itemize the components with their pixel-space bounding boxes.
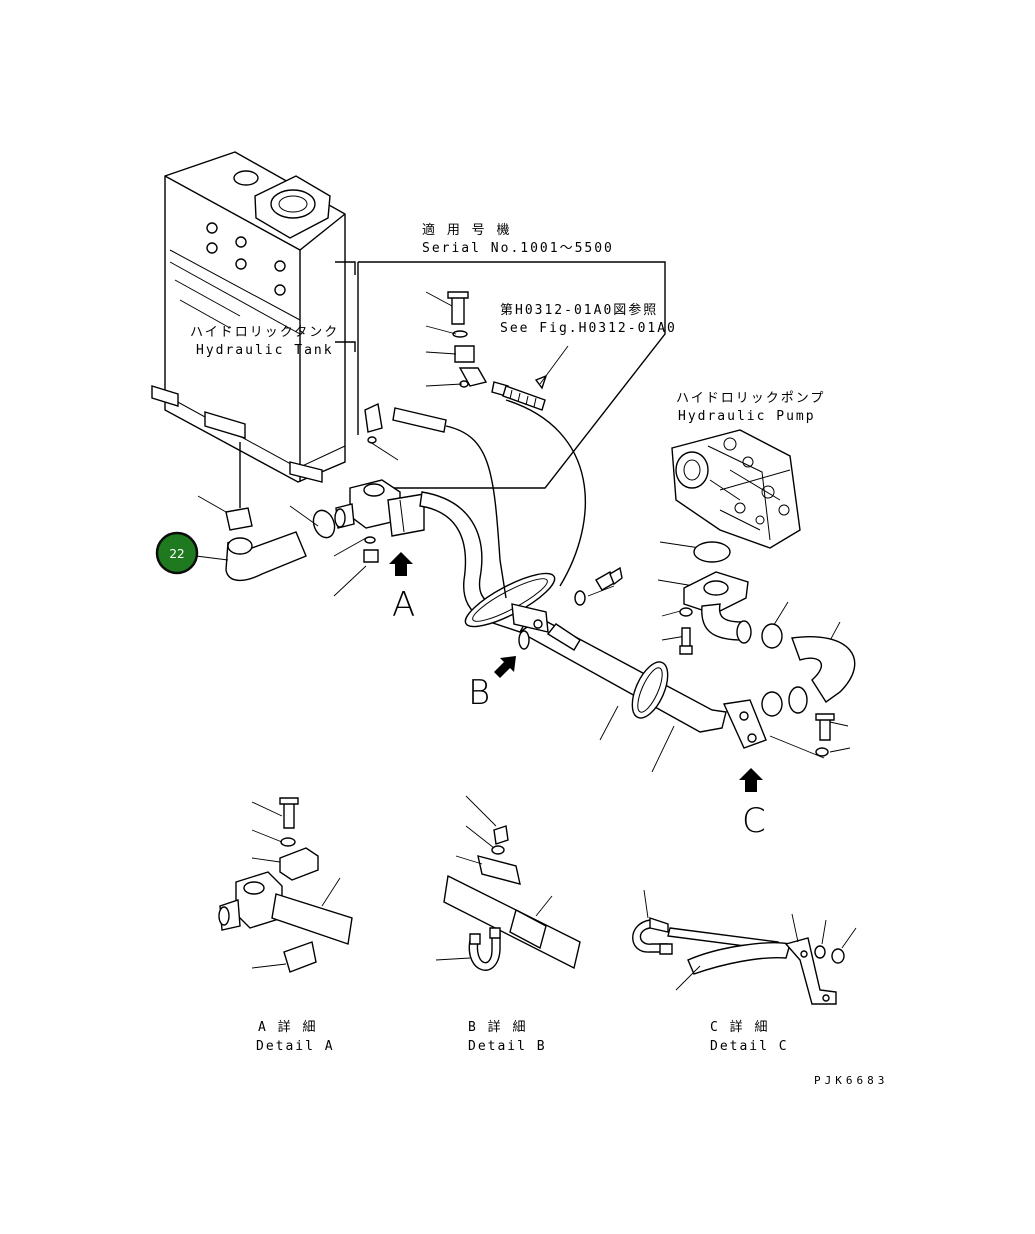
- pump-label-en: Hydraulic Pump: [678, 409, 816, 424]
- view-arrow-a: [389, 552, 413, 576]
- detail-a-drawing: [218, 797, 353, 973]
- reference-label-en: See Fig.H0312-01A0: [500, 321, 677, 336]
- serial-label-en: Serial No.1001～5500: [422, 241, 614, 256]
- view-letter-a: A: [392, 585, 415, 625]
- inset-parts: [425, 291, 569, 411]
- serial-label-jp: 適 用 号 機: [422, 222, 511, 238]
- detail-c-label-jp: C 詳 細: [710, 1019, 769, 1035]
- part-badge-circle[interactable]: [155, 531, 199, 575]
- hydraulic-pump: [671, 429, 801, 549]
- drawing-code: PJK6683: [814, 1074, 888, 1087]
- part-badge-number[interactable]: 22: [169, 547, 184, 561]
- pump-area-parts: [574, 541, 856, 757]
- part-number-badge[interactable]: 22: [155, 531, 199, 575]
- detail-b-drawing: [435, 795, 581, 971]
- reference-label-jp: 第H0312-01A0図参照: [500, 302, 658, 318]
- detail-c-label-en: Detail C: [710, 1039, 789, 1054]
- view-letter-c: C: [742, 801, 766, 841]
- detail-b-label-en: Detail B: [468, 1039, 547, 1054]
- tank-label: ハイドロリックタンク Hydraulic Tank: [190, 325, 339, 358]
- detail-c-drawing: [632, 889, 857, 1005]
- detail-a-label-en: Detail A: [256, 1039, 335, 1054]
- tank-label-jp: ハイドロリックタンク: [190, 325, 339, 340]
- view-arrow-b: [494, 656, 516, 678]
- tank-label-en: Hydraulic Tank: [196, 343, 334, 358]
- detail-b-label-jp: B 詳 細: [468, 1019, 527, 1035]
- hydraulic-tank: [151, 151, 356, 483]
- pipe-route: [225, 399, 767, 749]
- view-letter-b: B: [468, 673, 490, 713]
- serial-inset-box: [357, 261, 666, 489]
- view-arrow-c: [739, 768, 763, 792]
- pump-label-jp: ハイドロリックポンプ: [676, 391, 825, 406]
- detail-a-label-jp: A 詳 細: [258, 1019, 317, 1035]
